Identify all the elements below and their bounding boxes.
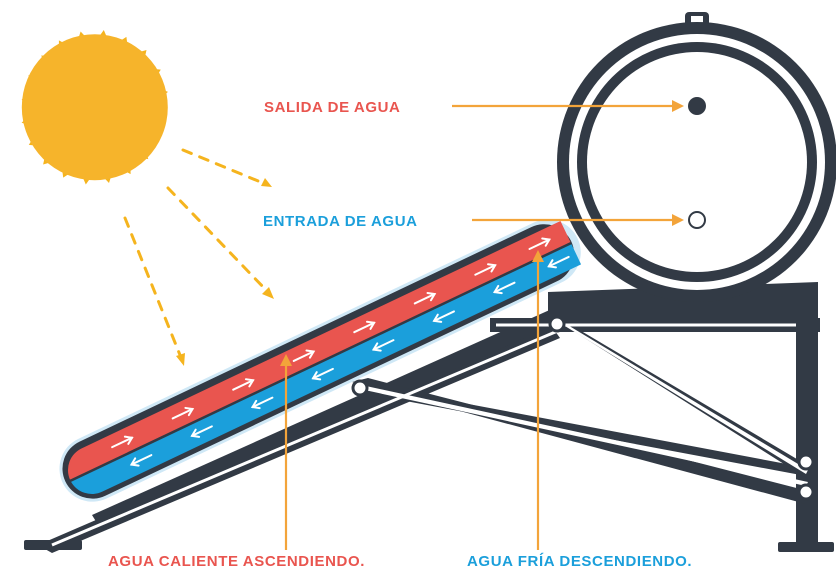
label-cold-water-descending: AGUA FRÍA DESCENDIENDO. (467, 553, 692, 570)
sunbeam-1 (181, 148, 265, 185)
label-hot-water-rising: AGUA CALIENTE ASCENDIENDO. (108, 553, 365, 570)
frame-right-foot (778, 542, 834, 552)
cold-arrow (547, 255, 570, 269)
joint-4 (797, 483, 815, 501)
frame-braces (51, 318, 812, 547)
brace-lower-2 (358, 384, 808, 476)
hot-arrow (413, 291, 437, 305)
cold-arrow (371, 339, 395, 352)
joint-3 (797, 453, 815, 471)
inlet-arrowhead (672, 214, 684, 226)
cold-arrow (432, 310, 455, 323)
tank-interior (587, 52, 807, 272)
cold-arrowhead (532, 250, 544, 262)
hot-flow-arrows (111, 237, 551, 449)
cold-arrow (492, 281, 516, 295)
outlet-port (688, 97, 706, 115)
sunbeam-arrowhead-1 (261, 178, 272, 187)
frame-under-tube-rail (92, 308, 560, 528)
hot-arrow (528, 237, 551, 250)
cold-arrow (250, 396, 274, 410)
hot-arrow (353, 320, 376, 334)
sun-icon (21, 30, 168, 185)
frame-right-leg (796, 322, 818, 550)
cold-arrow (311, 367, 334, 381)
cold-arrow (129, 454, 153, 467)
hot-arrow (171, 406, 195, 420)
cold-flow-arrows (129, 255, 570, 467)
tube-hot-channel (68, 220, 571, 480)
hot-arrowhead (280, 354, 292, 366)
tube-divider (69, 241, 572, 482)
sunbeam-arrowheads (176, 178, 274, 366)
cold-arrow (190, 425, 213, 438)
label-water-outlet: SALIDA DE AGUA (264, 99, 400, 116)
sunbeam-2 (166, 186, 268, 292)
brace-gap-2 (560, 323, 808, 474)
callouts (284, 104, 675, 550)
joint-2 (548, 315, 566, 333)
callout-arrowheads (280, 100, 684, 366)
hot-arrow (474, 263, 497, 276)
frame-joints (351, 315, 815, 501)
hot-arrow (111, 435, 134, 449)
rail-gap (51, 328, 561, 547)
sunbeam-arrowhead-3 (176, 353, 185, 366)
hot-arrow (292, 349, 316, 362)
brace-gap-1 (360, 386, 808, 486)
water-tank (557, 12, 836, 302)
sun-disc (21, 34, 168, 181)
inlet-port (688, 211, 706, 229)
hot-arrow (232, 378, 255, 391)
outlet-arrowhead (672, 100, 684, 112)
label-water-inlet: ENTRADA DE AGUA (263, 213, 418, 230)
tube-cold-channel (70, 243, 582, 494)
collector-tube (59, 219, 582, 502)
joint-1 (351, 379, 369, 397)
sunbeams (123, 148, 268, 357)
sunbeam-3 (123, 216, 182, 357)
sunbeam-arrowhead-2 (262, 287, 274, 299)
